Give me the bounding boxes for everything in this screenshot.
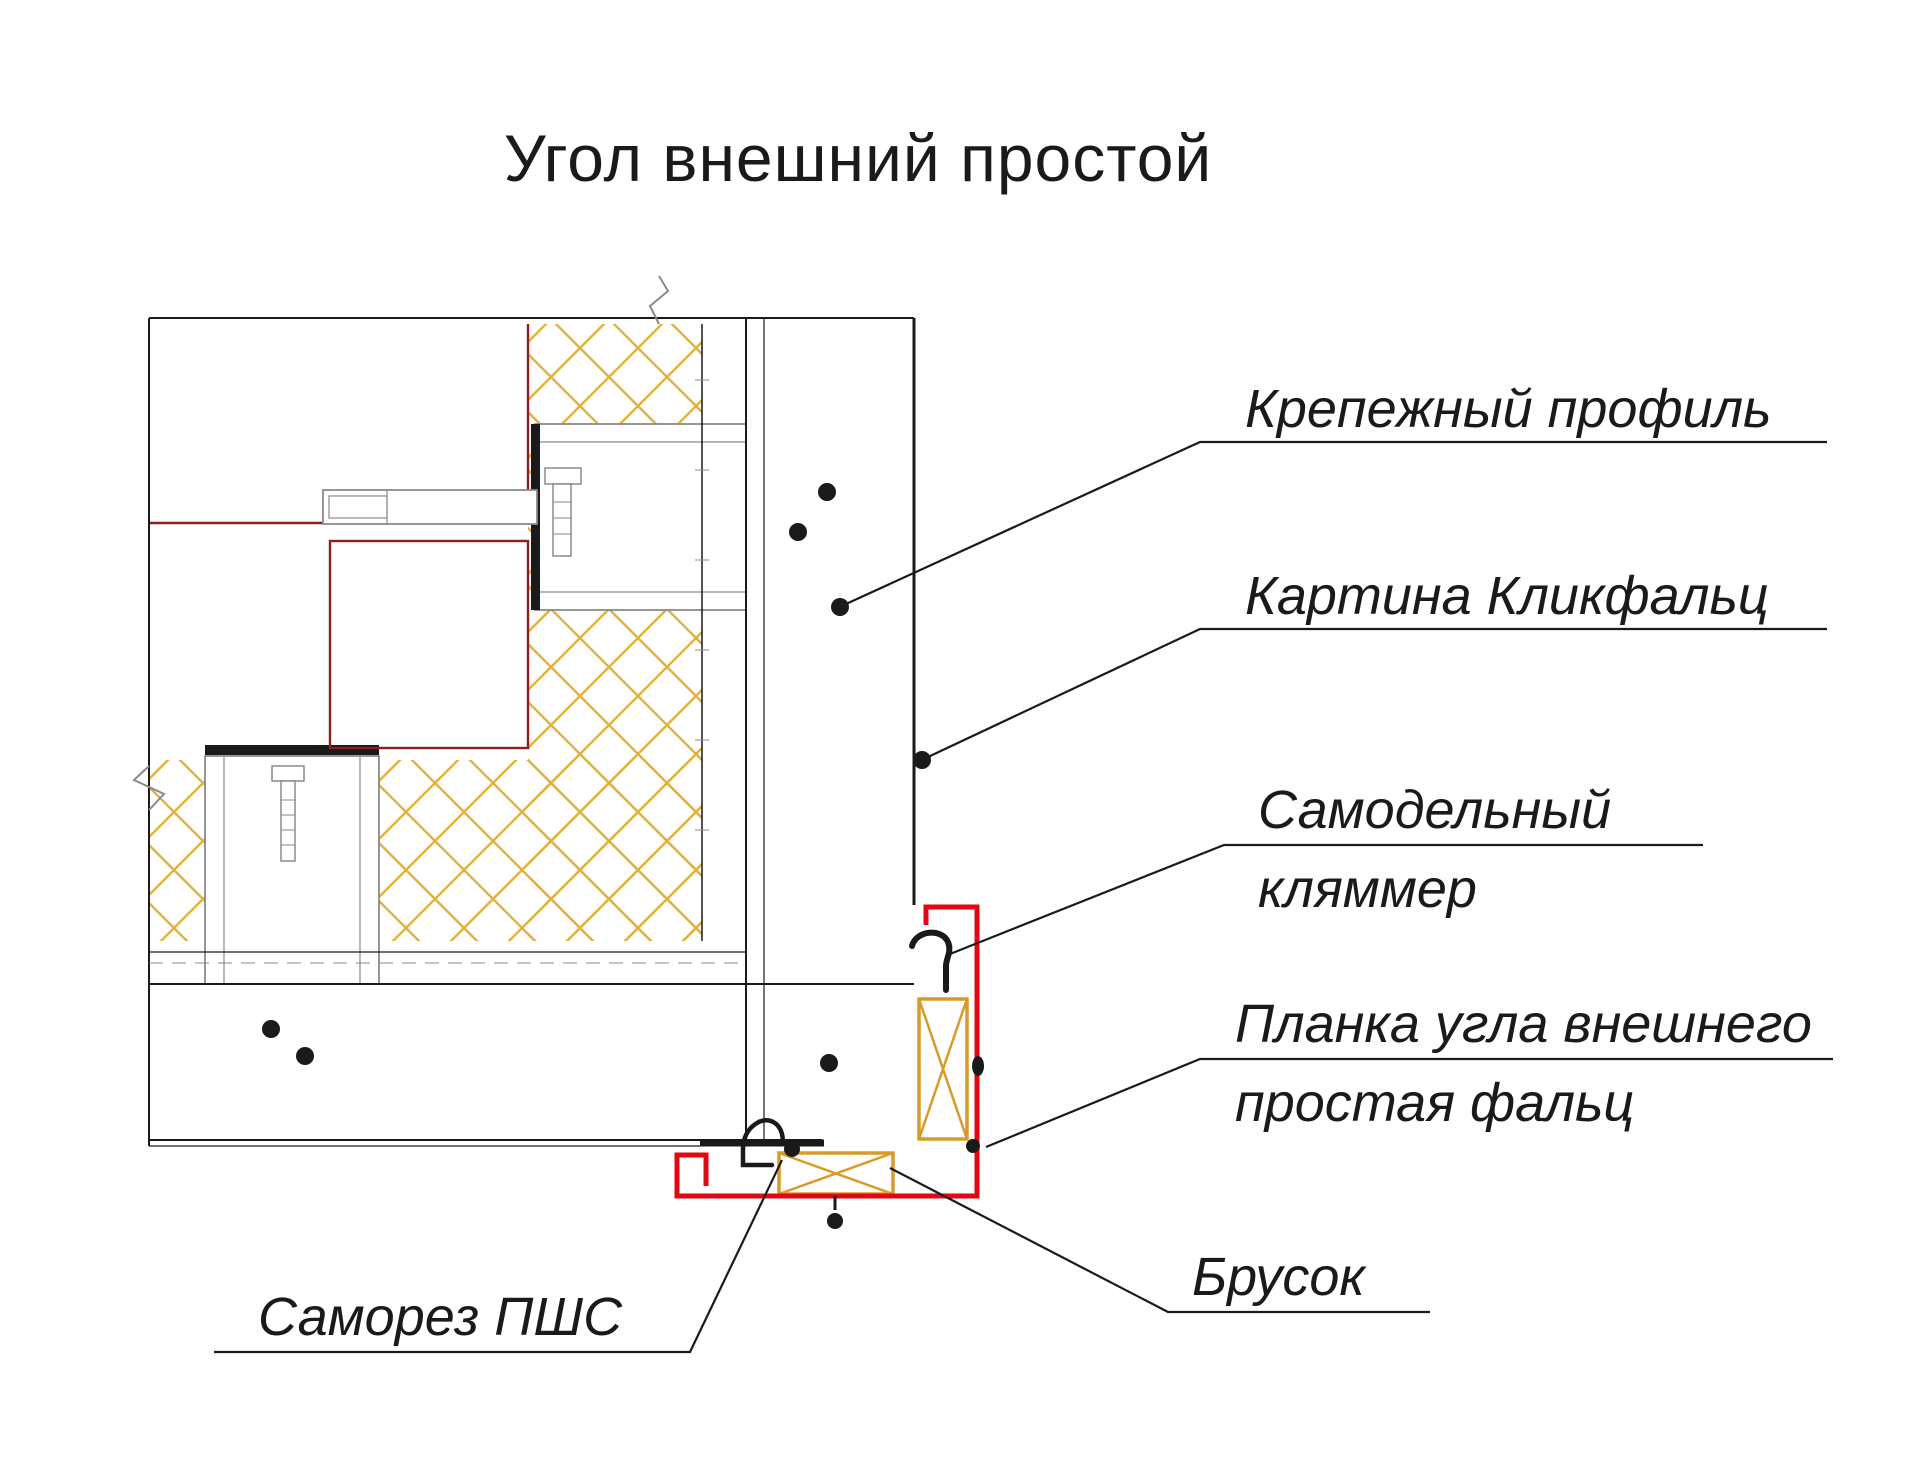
fastener-dot — [296, 1047, 314, 1065]
leader-krepezhny-profil — [845, 440, 1827, 606]
wood-block-vertical — [917, 997, 969, 1141]
hat-profile — [204, 745, 380, 985]
wood-block-horizontal — [777, 1151, 895, 1196]
leader-samorez — [214, 1159, 783, 1354]
wood-blocks — [777, 997, 969, 1196]
leader-planka-ugla — [985, 1057, 1833, 1149]
break-marks — [132, 275, 670, 811]
fastener-dot — [820, 1054, 838, 1072]
wall-lines — [148, 317, 916, 1147]
bolt-head — [271, 765, 305, 782]
label-brusok: Брусок — [1192, 1247, 1365, 1307]
label-planka-ugla-line1: Планка угла внешнего — [1235, 994, 1812, 1054]
fasteners — [262, 483, 984, 1229]
screw-head — [784, 1141, 800, 1157]
label-kartina-klikfalts: Картина Кликфальц — [1245, 566, 1769, 626]
label-samorez: Саморез ПШС — [258, 1287, 623, 1347]
profile-cap — [205, 745, 379, 755]
panel-hem-bottom — [700, 1117, 824, 1168]
fastening-profile-assembly — [322, 423, 747, 611]
bolt-shaft — [552, 483, 572, 557]
leader-klyammer — [949, 843, 1703, 956]
page-title: Угол внешний простой — [503, 121, 1213, 195]
clamp-hook — [909, 929, 953, 993]
fastener-dot — [831, 598, 849, 616]
break-mark-top — [648, 275, 670, 325]
fastener-dot — [789, 523, 807, 541]
fastener-dot — [913, 751, 931, 769]
screw-head-bottom — [827, 1213, 843, 1229]
leader-lines — [214, 440, 1833, 1354]
bolt-shaft — [280, 780, 296, 862]
label-klyammer-line2: кляммер — [1258, 859, 1477, 919]
label-krepezhny-profil: Крепежный профиль — [1245, 379, 1772, 439]
label-klyammer-line1: Самодельный — [1258, 780, 1612, 840]
corner-trim-red — [674, 904, 980, 1199]
fastener-dot — [818, 483, 836, 501]
fastener-dot — [966, 1139, 980, 1153]
break-mark-left — [132, 765, 166, 811]
screw-through-trim — [972, 1056, 984, 1076]
leader-brusok — [889, 1167, 1430, 1314]
interior-frame-red — [149, 324, 530, 750]
fastener-dot — [262, 1020, 280, 1038]
label-planka-ugla-line2: простая фальц — [1235, 1073, 1635, 1133]
leader-kartina-klikfalts — [927, 627, 1827, 758]
bolt-head — [544, 467, 582, 485]
